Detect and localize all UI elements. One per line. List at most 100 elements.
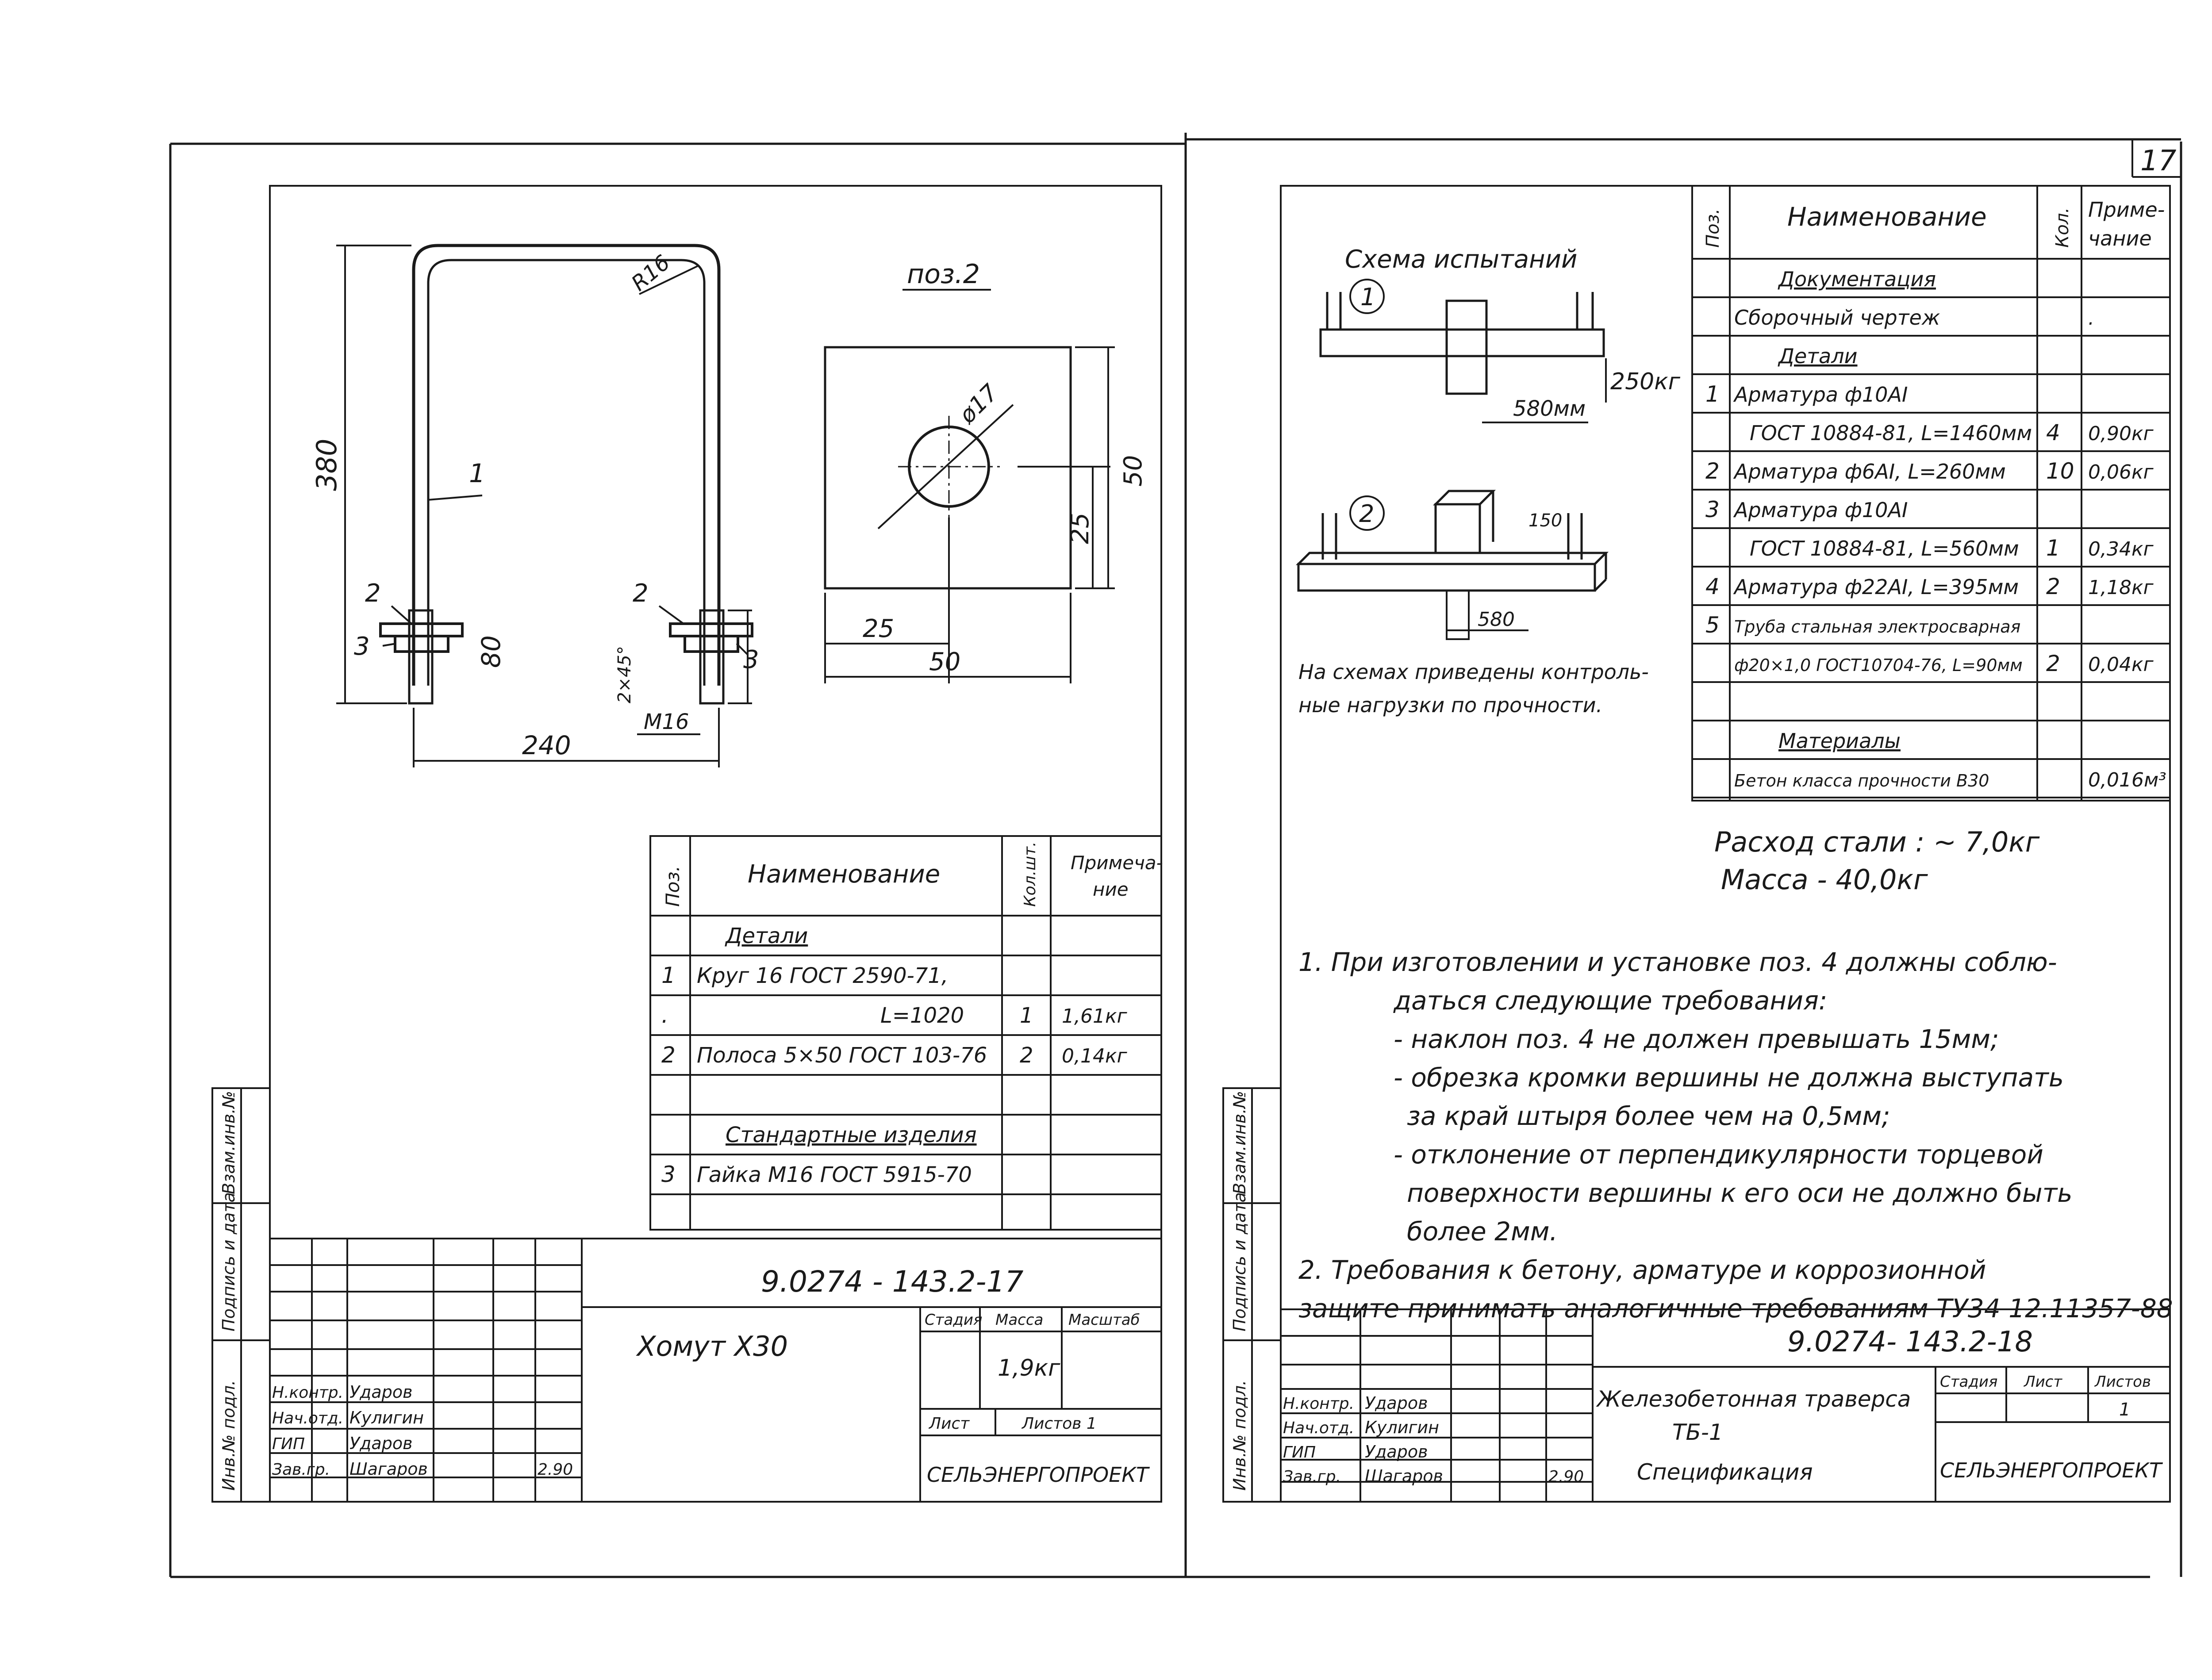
right-side-stamp: Инв.№ подл. Подпись и дата Взам.инв.№ — [1230, 1091, 1249, 1491]
side-stamp-inv-right: Инв.№ подл. — [1230, 1380, 1249, 1491]
right-spec-row-name: Арматура ф6АI, L=260мм — [1733, 460, 2006, 483]
right-spec-row-name: Арматура ф22АI, L=395мм — [1733, 575, 2019, 599]
signer-role: Н.контр. — [272, 1384, 343, 1402]
signer-name: Кулигин — [1365, 1418, 1439, 1437]
signer-role: Нач.отд. — [1283, 1419, 1354, 1437]
signer-role: ГИП — [1283, 1443, 1316, 1461]
left-sheet-header: Лист — [928, 1415, 970, 1433]
dim-150: 150 — [1528, 510, 1562, 531]
dim-plate-50w: 50 — [929, 648, 960, 676]
technical-notes: 1. При изготовлении и установке поз. 4 д… — [1298, 947, 2173, 1323]
right-spec-header-note2: чание — [2088, 226, 2152, 250]
left-spec-row-pos: 1 — [661, 963, 676, 988]
scheme-1-number: 1 — [1360, 283, 1375, 311]
right-spec-row-note: 0,34кг — [2088, 538, 2154, 560]
left-sheets-header: Листов 1 — [1021, 1415, 1097, 1433]
left-side-stamp: Инв.№ подл. Подпись и дата Взам.инв.№ — [219, 1091, 238, 1491]
right-spec-row-note: 0,016м³ — [2088, 769, 2166, 791]
right-spec-row-pos: 1 — [1705, 381, 1720, 407]
callout-3a: 3 — [354, 632, 370, 661]
signer-date: 2.90 — [538, 1461, 573, 1479]
signer-name: Кулигин — [349, 1408, 424, 1427]
right-spec-header-note1: Приме- — [2088, 198, 2165, 222]
note-line: поверхности вершины к его оси не должно … — [1407, 1178, 2073, 1208]
left-sheet-frame — [211, 185, 1162, 1503]
left-spec-row-note: 0,14кг — [1062, 1045, 1128, 1067]
page-number-box: 17 — [2131, 139, 2181, 178]
right-spec-row-name: ф20×1,0 ГОСТ10704-76, L=90мм — [1734, 656, 2023, 675]
steel-use: Расход стали : ~ 7,0кг — [1714, 826, 2040, 858]
dim-580mm: 580мм — [1513, 396, 1586, 421]
right-spec-row-name: Арматура ф10АI — [1733, 383, 1908, 407]
right-spec-row-note: 0,90кг — [2088, 422, 2154, 445]
side-stamp-sign: Подпись и дата — [219, 1192, 238, 1331]
right-spec-row-name: Сборочный чертеж — [1734, 306, 1940, 330]
callout-3b: 3 — [743, 645, 759, 674]
left-spec-row-pos: . — [661, 1002, 668, 1028]
left-spec-row-name: L=1020 — [880, 1003, 964, 1028]
dim-plate-50h: 50 — [1119, 455, 1148, 487]
side-stamp-sign-right: Подпись и дата — [1230, 1192, 1249, 1331]
note-line: за край штыря более чем на 0,5мм; — [1407, 1101, 1890, 1131]
page-number: 17 — [2140, 145, 2177, 177]
left-stage-header: Стадия — [925, 1311, 982, 1329]
scheme-2-number: 2 — [1359, 500, 1374, 528]
note-line: даться следующие требования: — [1393, 986, 1827, 1016]
signer-name: Шагаров — [1365, 1466, 1443, 1486]
dim-580: 580 — [1478, 608, 1515, 631]
left-spec-header-note1: Примеча- — [1071, 852, 1163, 874]
note-line: 2. Требования к бетону, арматуре и корро… — [1298, 1255, 1986, 1285]
left-spec-row-note: 1,61кг — [1062, 1005, 1128, 1028]
signer-role: Нач.отд. — [272, 1409, 343, 1427]
signer-role: Зав.гр. — [1283, 1468, 1341, 1486]
right-item-line1: Железобетонная траверса — [1596, 1386, 1911, 1412]
note-line: 1. При изготовлении и установке поз. 4 д… — [1298, 947, 2057, 977]
right-spec-row-name: Материалы — [1778, 729, 1901, 753]
scheme-note-line1: На схемах приведены контроль- — [1298, 660, 1649, 684]
right-sheet-header: Лист — [2023, 1373, 2062, 1391]
right-org: СЕЛЬЭНЕРГОПРОЕКТ — [1940, 1458, 2163, 1482]
right-doc-code: 9.0274- 143.2-18 — [1787, 1326, 2033, 1358]
signer-name: Ударов — [349, 1434, 412, 1453]
plate-drawing: поз.2 ø17 50 25 25 50 — [824, 259, 1148, 683]
note-line: - наклон поз. 4 не должен превышать 15мм… — [1394, 1024, 1999, 1054]
signer-date: 2.90 — [1548, 1468, 1584, 1486]
load-250: 250кг — [1610, 368, 1681, 395]
signer-name: Ударов — [1365, 1442, 1428, 1461]
right-stage-header: Стадия — [1940, 1373, 1997, 1391]
note-line: более 2мм. — [1407, 1216, 1558, 1247]
right-spec-header-name: Наименование — [1787, 202, 1987, 232]
signer-role: Н.контр. — [1283, 1395, 1354, 1413]
right-spec-row-note: 1,18кг — [2088, 576, 2154, 599]
right-spec-row-name: Арматура ф10АI — [1733, 498, 1908, 522]
signer-role: ГИП — [272, 1435, 305, 1453]
right-sheets-value: 1 — [2119, 1400, 2130, 1420]
right-title-block: 9.0274- 143.2-18 Железобетонная траверса… — [1280, 1308, 2171, 1503]
right-spec-header-qty: Кол. — [2052, 207, 2073, 248]
right-item-line3: Спецификация — [1637, 1459, 1813, 1485]
note-line: - отклонение от перпендикулярности торце… — [1394, 1139, 2043, 1170]
left-spec-row-qty: 1 — [1020, 1003, 1033, 1028]
left-spec-header-pos: Поз. — [662, 866, 684, 907]
right-spec-row-qty: 10 — [2046, 458, 2074, 484]
right-spec-row-name: Труба стальная электросварная — [1734, 617, 2020, 637]
dim-hole: ø17 — [954, 379, 1003, 429]
right-spec-row-name: ГОСТ 10884-81, L=560мм — [1750, 537, 2019, 560]
left-mass-header: Масса — [995, 1311, 1043, 1329]
left-spec-row-name: Детали — [725, 924, 808, 948]
left-spec-table: Поз. Наименование Кол.шт. Примеча- ние — [649, 835, 1163, 1231]
clamp-drawing: 380 80 240 R16 1 2 3 2 3 2×45° М16 — [311, 244, 759, 767]
signer-name: Ударов — [349, 1382, 412, 1402]
right-spec-row-name: Детали — [1778, 344, 1858, 368]
dim-r16: R16 — [627, 250, 675, 296]
right-spec-row-pos: 5 — [1705, 612, 1720, 638]
right-spec-row-qty: 4 — [2046, 420, 2060, 445]
right-sheets-header: Листов — [2094, 1373, 2151, 1391]
total-mass: Масса - 40,0кг — [1721, 863, 1928, 896]
dim-plate-25w: 25 — [863, 614, 894, 643]
left-spec-row-qty: 2 — [1020, 1043, 1033, 1068]
signer-name: Шагаров — [349, 1459, 428, 1479]
